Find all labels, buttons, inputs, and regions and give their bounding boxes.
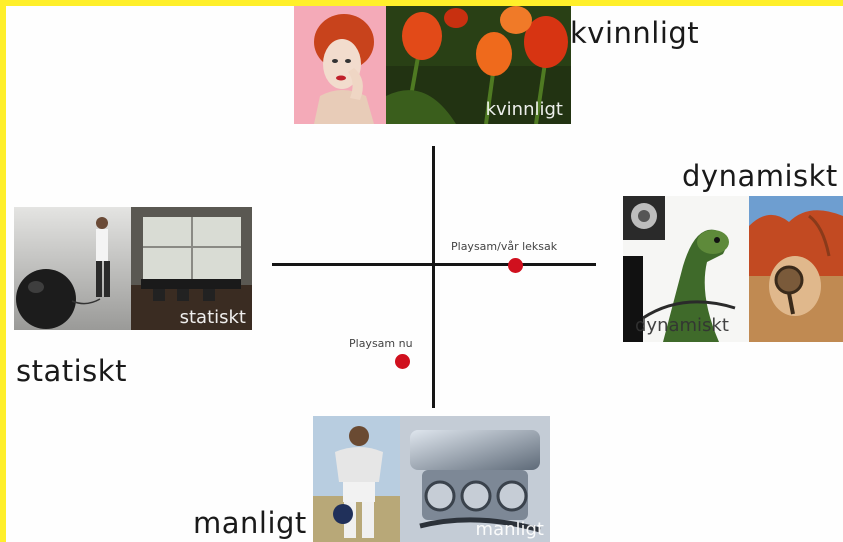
axis-label-top: kvinnligt <box>570 16 700 50</box>
engine-image: manligt <box>400 416 550 542</box>
child-magnifier-icon <box>749 196 843 342</box>
top-image-caption: kvinnligt <box>485 99 563 120</box>
woman-portrait-icon <box>294 6 386 124</box>
point-playsam-var-leksak <box>508 258 523 273</box>
tulips-icon <box>386 6 571 124</box>
point-playsam-nu <box>395 354 410 369</box>
lizard-image: dynamiskt <box>623 196 749 342</box>
office-window-icon <box>131 207 252 330</box>
woman-portrait-image <box>294 6 386 124</box>
horizontal-axis <box>272 263 596 266</box>
child-magnifier-image <box>749 196 843 342</box>
bottom-image-caption: manligt <box>475 519 544 540</box>
image-collage-left: statiskt <box>14 207 252 330</box>
businessman-ball-image <box>14 207 131 330</box>
diagram-canvas: kvinnligt <box>6 6 843 542</box>
vertical-axis <box>432 146 435 408</box>
right-image-caption: dynamiskt <box>635 315 729 336</box>
image-collage-right: dynamiskt <box>623 196 843 342</box>
football-player-icon <box>313 416 400 542</box>
axis-label-right: dynamiskt <box>682 159 838 193</box>
office-room-image: statiskt <box>131 207 252 330</box>
axis-label-left: statiskt <box>16 354 127 388</box>
tulips-image: kvinnligt <box>386 6 571 124</box>
engine-icon <box>400 416 550 542</box>
football-player-image <box>313 416 400 542</box>
point-label-playsam-var-leksak: Playsam/vår leksak <box>451 240 558 253</box>
ball-and-chain-icon <box>14 207 131 330</box>
point-label-playsam-nu: Playsam nu <box>349 337 413 350</box>
axis-label-bottom: manligt <box>193 506 307 540</box>
left-image-caption: statiskt <box>179 307 246 328</box>
image-collage-bottom: manligt <box>313 416 550 542</box>
lizard-icon <box>623 196 749 342</box>
image-collage-top: kvinnligt <box>294 6 571 124</box>
